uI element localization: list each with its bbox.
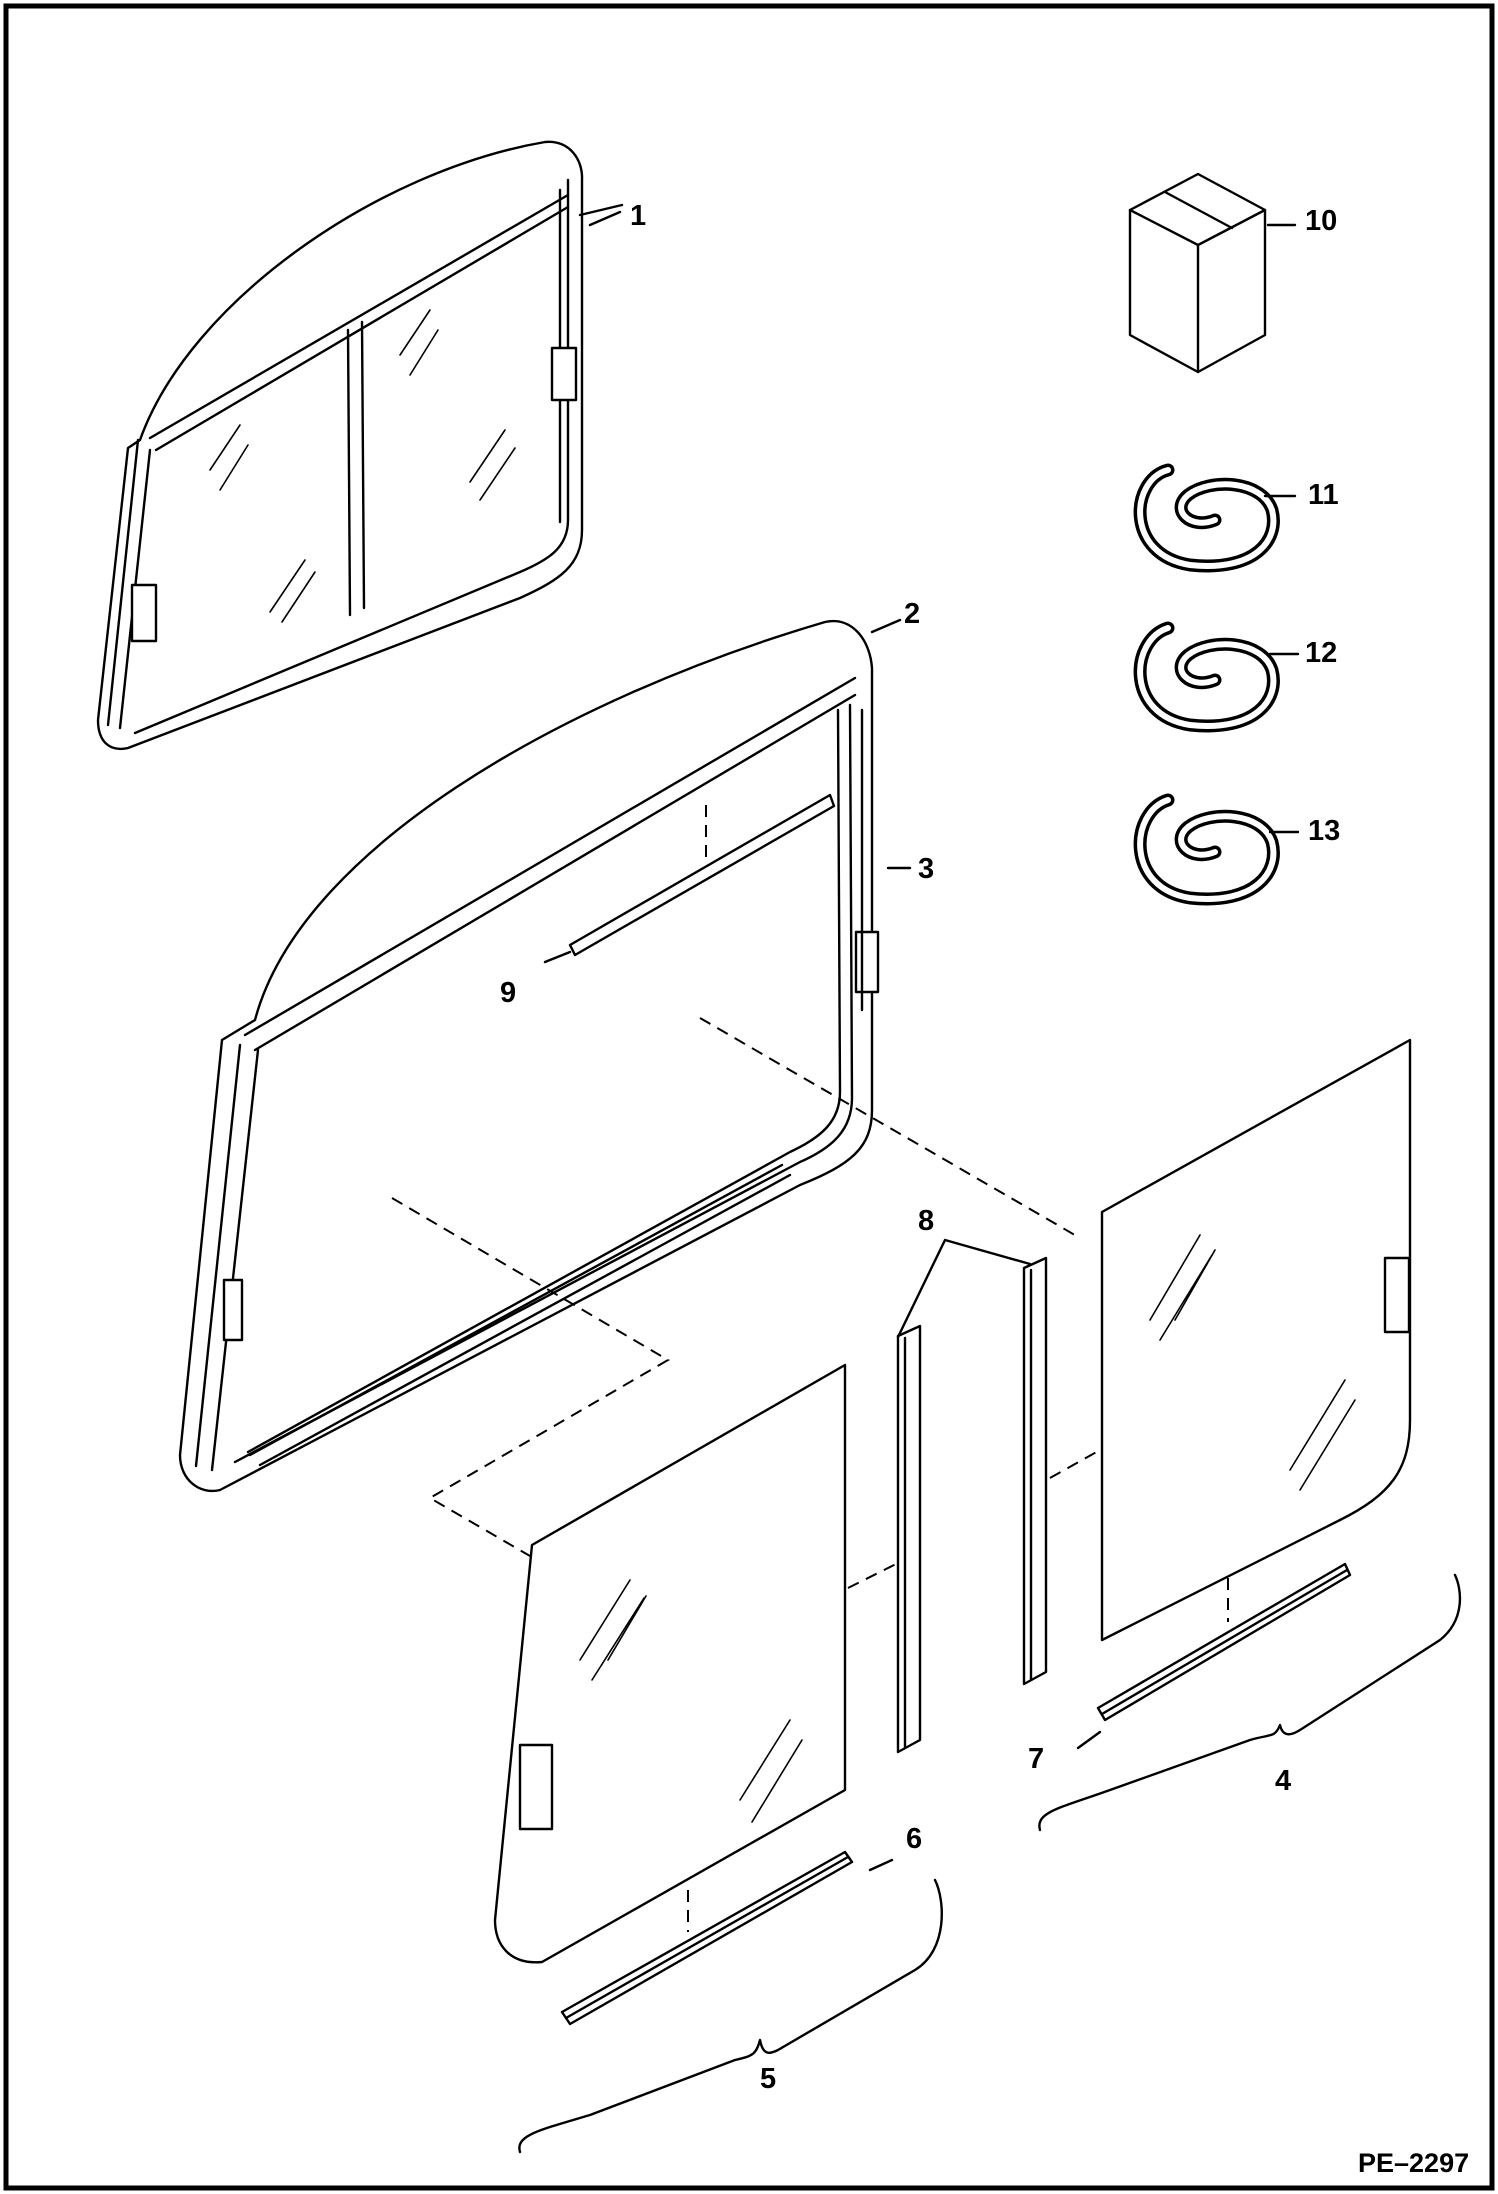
callout-2: 2 [904, 598, 920, 630]
leader-lines [543, 210, 1300, 1872]
callout-6: 6 [906, 1823, 922, 1855]
coiled-seal-icon [1133, 793, 1280, 906]
box-icon [1128, 172, 1267, 374]
upper-window-frame-icon [96, 140, 624, 751]
document-id: PE–2297 [1358, 2148, 1469, 2178]
callout-12: 12 [1305, 637, 1337, 669]
left-glass-panel-icon [493, 1363, 847, 1964]
bottom-channel-icon [560, 1850, 854, 2026]
callout-5: 5 [760, 2063, 776, 2095]
bottom-channel-icon [1096, 1562, 1352, 1722]
assembly-lines [391, 1017, 1229, 1932]
callout-3: 3 [918, 853, 934, 885]
callout-7: 7 [1028, 1743, 1044, 1775]
callout-10: 10 [1305, 205, 1337, 237]
lower-window-frame-icon [178, 619, 880, 1493]
right-glass-panel-icon [1100, 1038, 1412, 1642]
vertical-seal-strip-icon [896, 1256, 1048, 1754]
coiled-seal-icon [1133, 463, 1280, 573]
brace-part-4 [1038, 1573, 1462, 1832]
callout-labels: 1 2 3 4 5 6 7 8 9 10 11 12 13 [500, 200, 1340, 2095]
callout-11: 11 [1308, 479, 1339, 511]
coiled-seal-icon [1133, 621, 1280, 733]
callout-13: 13 [1308, 815, 1340, 847]
callout-4: 4 [1275, 1765, 1291, 1797]
top-channel-strip-icon [568, 793, 836, 957]
brace-part-5 [518, 1878, 943, 2154]
callout-8: 8 [918, 1205, 934, 1237]
page-border [3, 3, 1495, 2191]
callout-9: 9 [500, 977, 516, 1009]
callout-1: 1 [630, 200, 646, 232]
